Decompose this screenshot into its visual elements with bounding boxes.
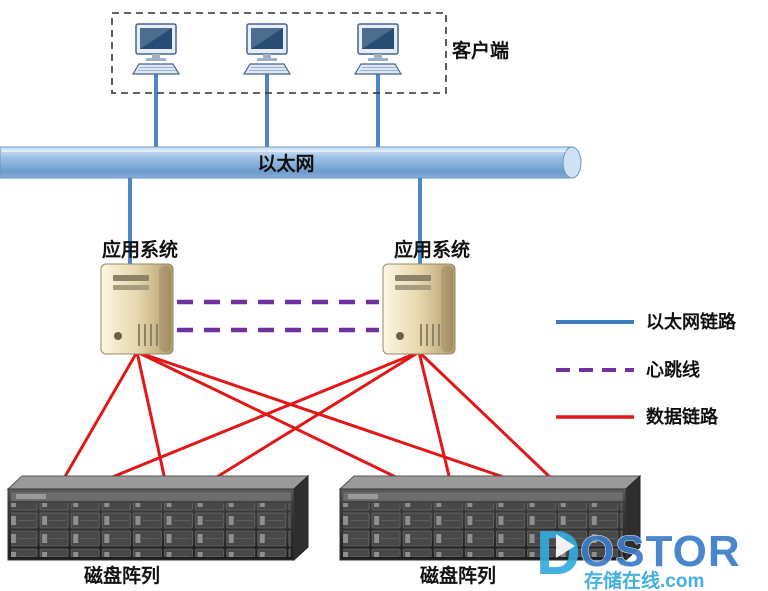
disk-array-left-label: 磁盘阵列 <box>84 564 160 587</box>
client-pc-icon <box>243 23 291 75</box>
data-link-line <box>211 350 420 482</box>
clients-label: 客户端 <box>452 39 509 62</box>
heartbeat-links <box>177 299 379 333</box>
watermark-brand-text: OSTOR <box>580 527 741 576</box>
watermark-play-icon <box>556 534 575 558</box>
legend-ethernet-label: 以太网链路 <box>646 311 737 332</box>
app-server-right-label: 应用系统 <box>394 238 470 261</box>
data-link-line <box>61 351 139 481</box>
ethernet-label: 以太网 <box>257 152 314 175</box>
disk-array-right-label: 磁盘阵列 <box>420 564 496 587</box>
clients-group: 客户端 <box>111 12 509 94</box>
legend: 以太网链路 心跳线 数据链路 <box>556 311 737 427</box>
data-link-line <box>136 350 403 482</box>
app-server-left: 应用系统 <box>100 238 178 355</box>
disk-array-right: 磁盘阵列 <box>339 475 641 587</box>
clients-dashed-box <box>111 12 447 94</box>
ethernet-bus: 以太网 <box>0 146 582 179</box>
ethernet-bar <box>0 146 573 179</box>
client-ethernet-links <box>154 74 380 152</box>
ethernet-bar-endcap <box>562 146 582 179</box>
client-pc-icon <box>132 23 180 75</box>
legend-data-label: 数据链路 <box>646 406 719 427</box>
data-link-line <box>417 350 555 482</box>
app-server-left-label: 应用系统 <box>102 238 178 261</box>
server-ethernet-links <box>128 178 422 266</box>
server-tower-icon <box>382 263 456 355</box>
data-links <box>61 350 555 482</box>
client-pc-icon <box>354 23 402 75</box>
app-server-right: 应用系统 <box>382 238 470 355</box>
data-link-line <box>417 351 452 481</box>
server-tower-icon <box>100 263 174 355</box>
disk-array-left: 磁盘阵列 <box>7 475 309 587</box>
data-link-line <box>104 350 420 482</box>
watermark-tagline: 存储在线.com <box>584 569 704 591</box>
disk-array-icon <box>7 475 309 561</box>
watermark-logo: D OSTOR 存储在线.com <box>536 519 741 591</box>
legend-heartbeat-label: 心跳线 <box>646 359 700 380</box>
data-link-line <box>136 350 513 482</box>
